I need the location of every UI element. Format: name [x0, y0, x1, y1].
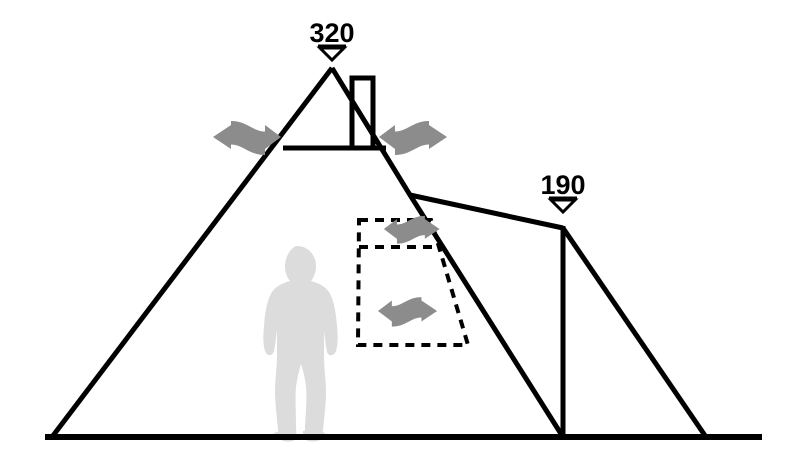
- adjust-arrow-right-eave: [379, 121, 447, 155]
- awning-slope: [560, 226, 709, 439]
- awning-ridge: [409, 192, 564, 231]
- peak-dimension: 320: [309, 18, 355, 63]
- right-slope: [329, 66, 566, 439]
- tent-structure: [50, 66, 709, 439]
- person-silhouette-icon: [263, 246, 338, 442]
- peak-dimension-label: 320: [309, 18, 354, 48]
- chimney-vent: [349, 75, 376, 148]
- left-slope: [50, 66, 334, 439]
- triangle-down-icon: [316, 46, 348, 63]
- awning-dimension: 190: [540, 170, 586, 215]
- triangle-down-icon: [547, 198, 579, 215]
- awning-dimension-label: 190: [540, 170, 585, 200]
- door-outline: [355, 218, 471, 347]
- adjust-arrow-door-bottom: [377, 297, 438, 327]
